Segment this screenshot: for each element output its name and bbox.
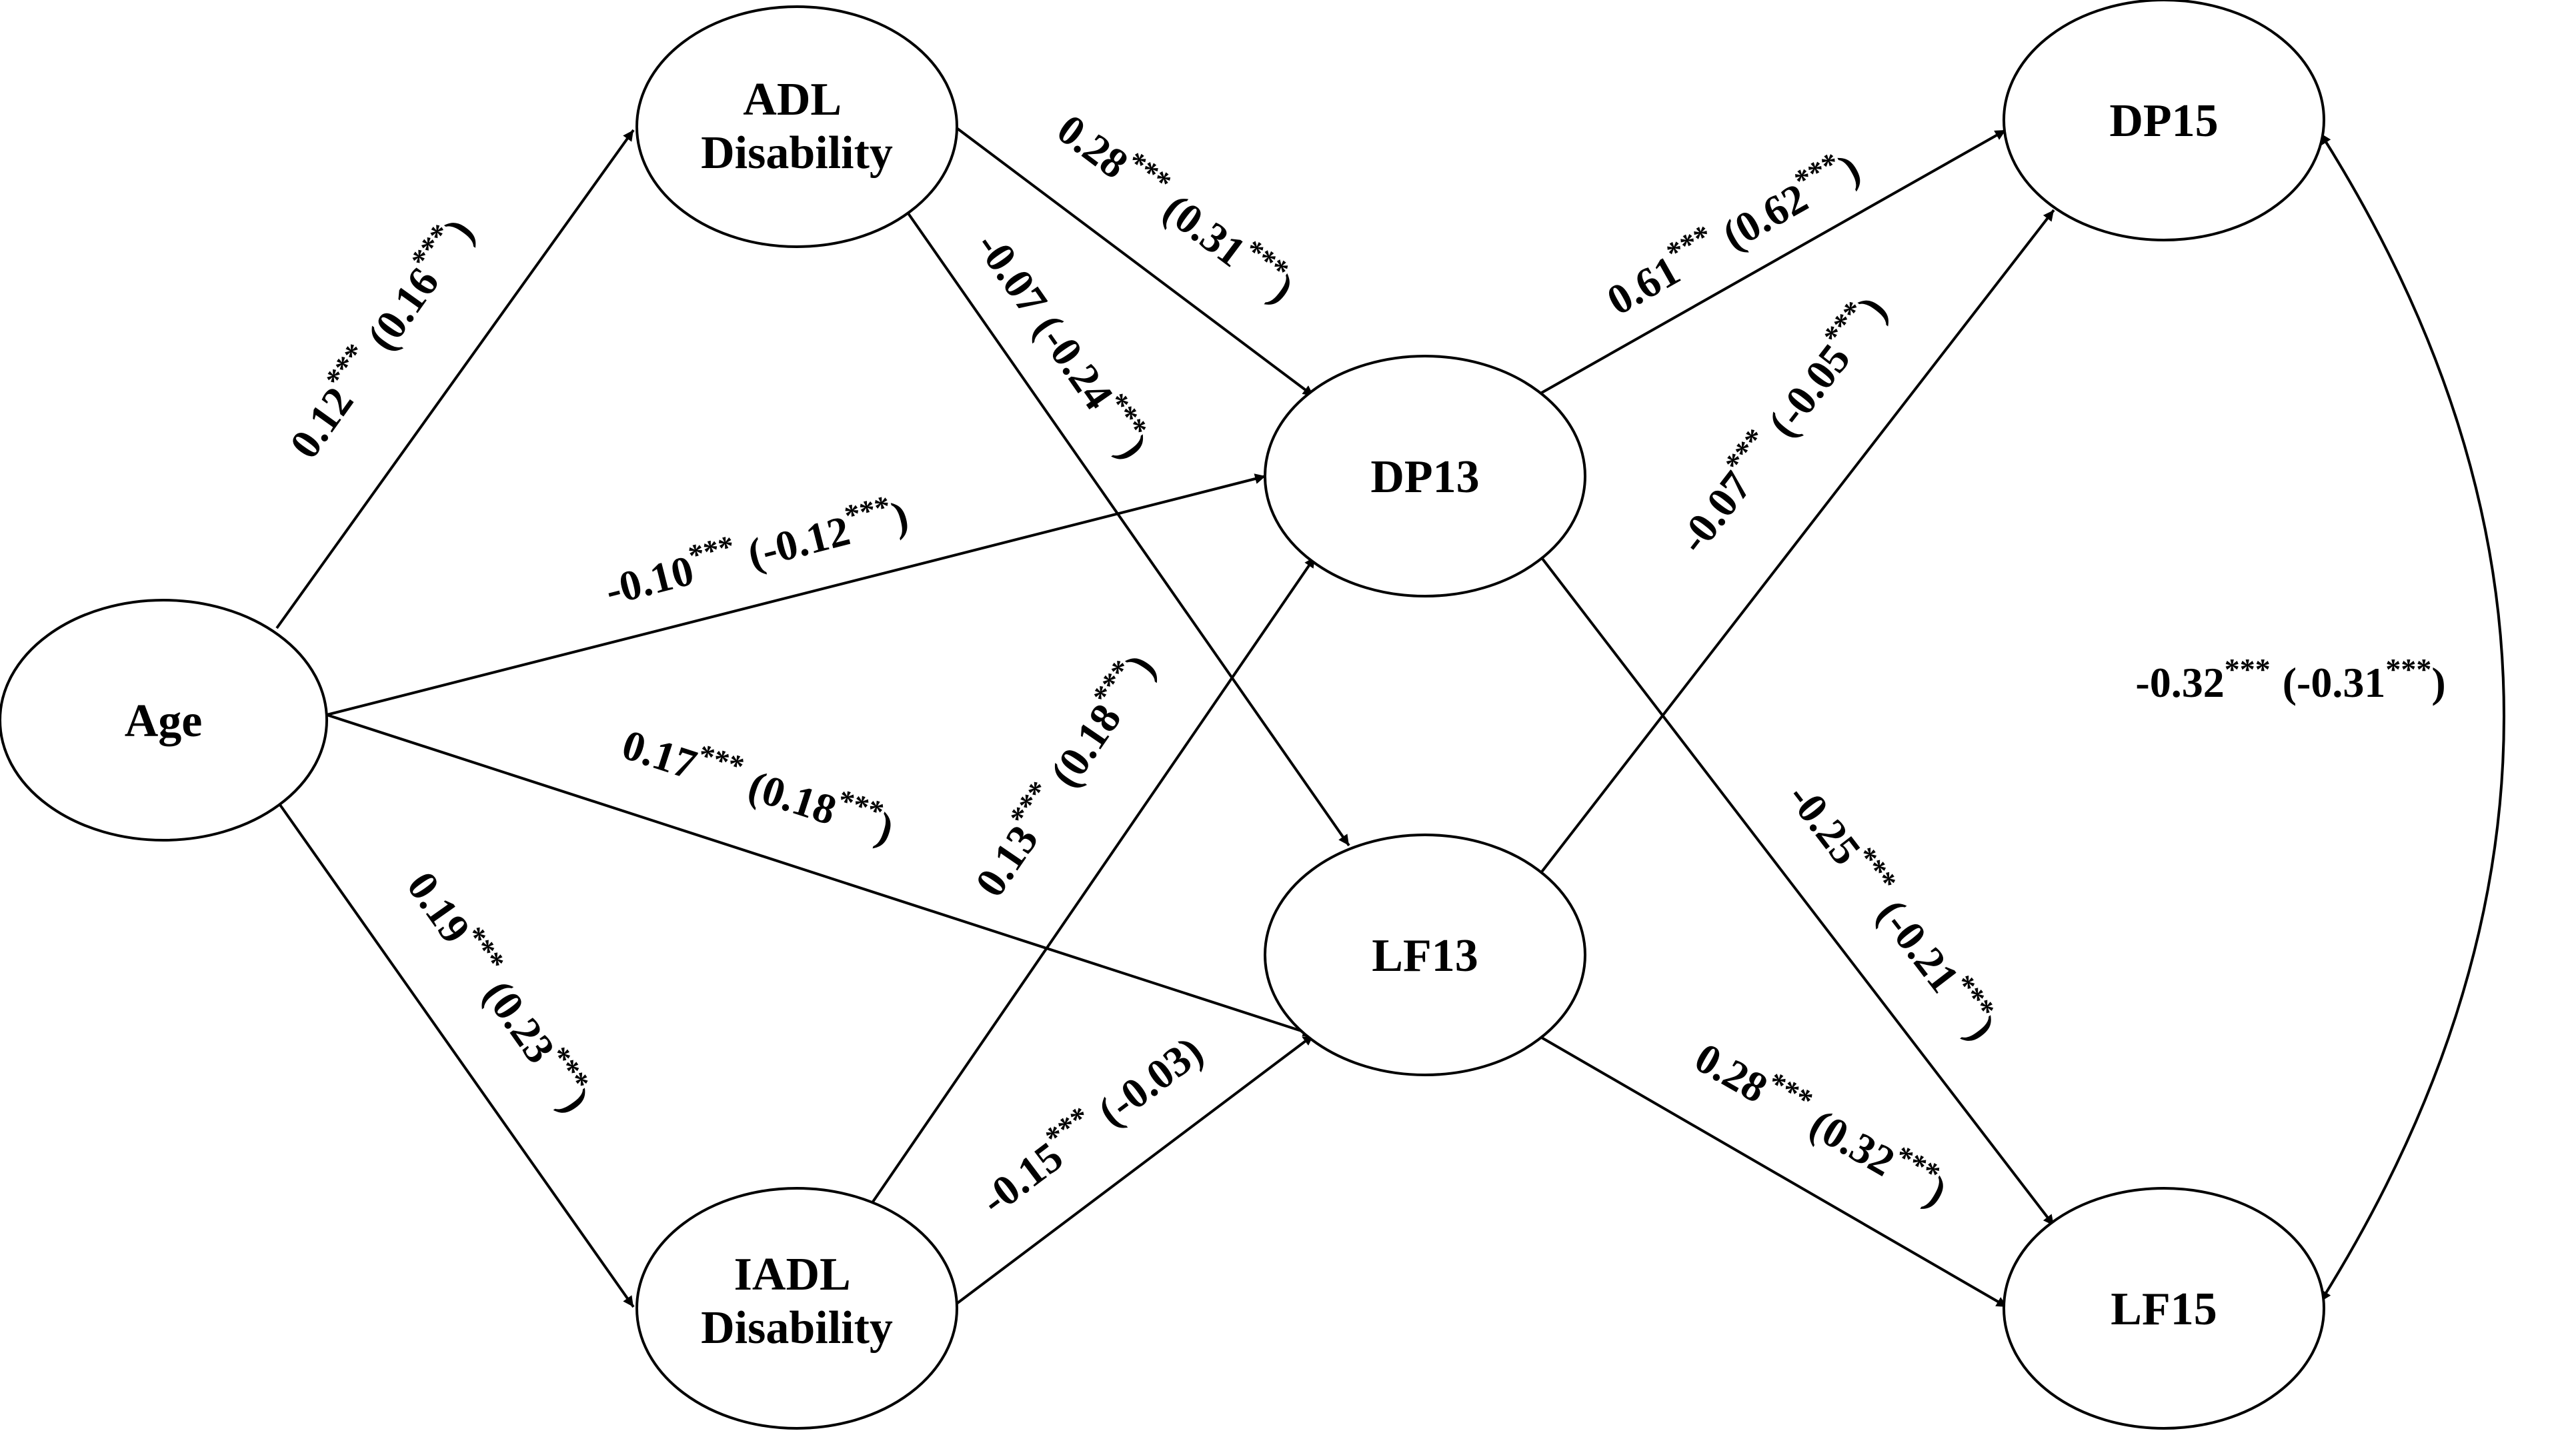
edge-age-lf13 [326,713,1314,1037]
node-lf15-label: LF15 [2111,1284,2217,1335]
label-dp15-lf15: -0.32***(-0.31***) [2135,652,2445,706]
edge-dp13-dp15 [1540,129,2007,395]
label-iadl-lf13: -0.15***(-0.03) [968,1022,1211,1224]
edge-iadl-dp13 [869,555,1316,1207]
label-age-dp13: -0.10***(-0.12***) [599,485,913,614]
edge-adl-lf13 [902,205,1350,847]
node-lf13: LF13 [1264,834,1586,1076]
node-adl-label: ADL Disability [701,74,893,179]
edge-lf13-dp15 [1539,209,2055,875]
node-age: Age [0,599,328,842]
label-dp13-lf15: -0.25***(-0.21***) [1778,770,2010,1049]
label-adl-dp13: 0.28***(0.31***) [1049,100,1307,313]
node-iadl-label: IADL Disability [701,1249,893,1354]
label-lf13-dp15: -0.07***(-0.05***) [1664,283,1896,562]
edge-dp15-lf15 [2319,132,2505,1303]
edge-adl-dp13 [954,125,1315,397]
label-age-iadl: 0.19***(0.23***) [398,860,605,1121]
label-adl-lf13: -0.07(-0.24***) [967,219,1162,467]
edge-iadl-lf13 [954,1034,1315,1306]
label-age-adl: 0.12***(0.16***) [275,206,483,467]
node-age-label: Age [125,695,203,747]
node-adl-disability: ADL Disability [635,5,958,248]
node-dp15: DP15 [2003,0,2325,241]
node-dp15-label: DP15 [2109,95,2218,147]
node-lf15: LF15 [2003,1187,2325,1430]
node-lf13-label: LF13 [1372,930,1478,982]
edges [275,125,2505,1308]
edge-age-iadl [275,799,635,1308]
node-dp13: DP13 [1264,355,1586,597]
edge-dp13-lf15 [1539,555,2055,1227]
node-iadl-disability: IADL Disability [635,1187,958,1430]
label-age-lf13: 0.17***(0.18***) [617,714,902,853]
edge-age-adl [275,129,635,629]
label-lf13-lf15: 0.28***(0.32***) [1687,1028,1959,1215]
edge-lf13-lf15 [1539,1036,2009,1308]
edge-age-dp13 [326,473,1266,716]
node-dp13-label: DP13 [1370,451,1479,503]
label-iadl-dp13: 0.13***(0.18***) [960,642,1164,905]
